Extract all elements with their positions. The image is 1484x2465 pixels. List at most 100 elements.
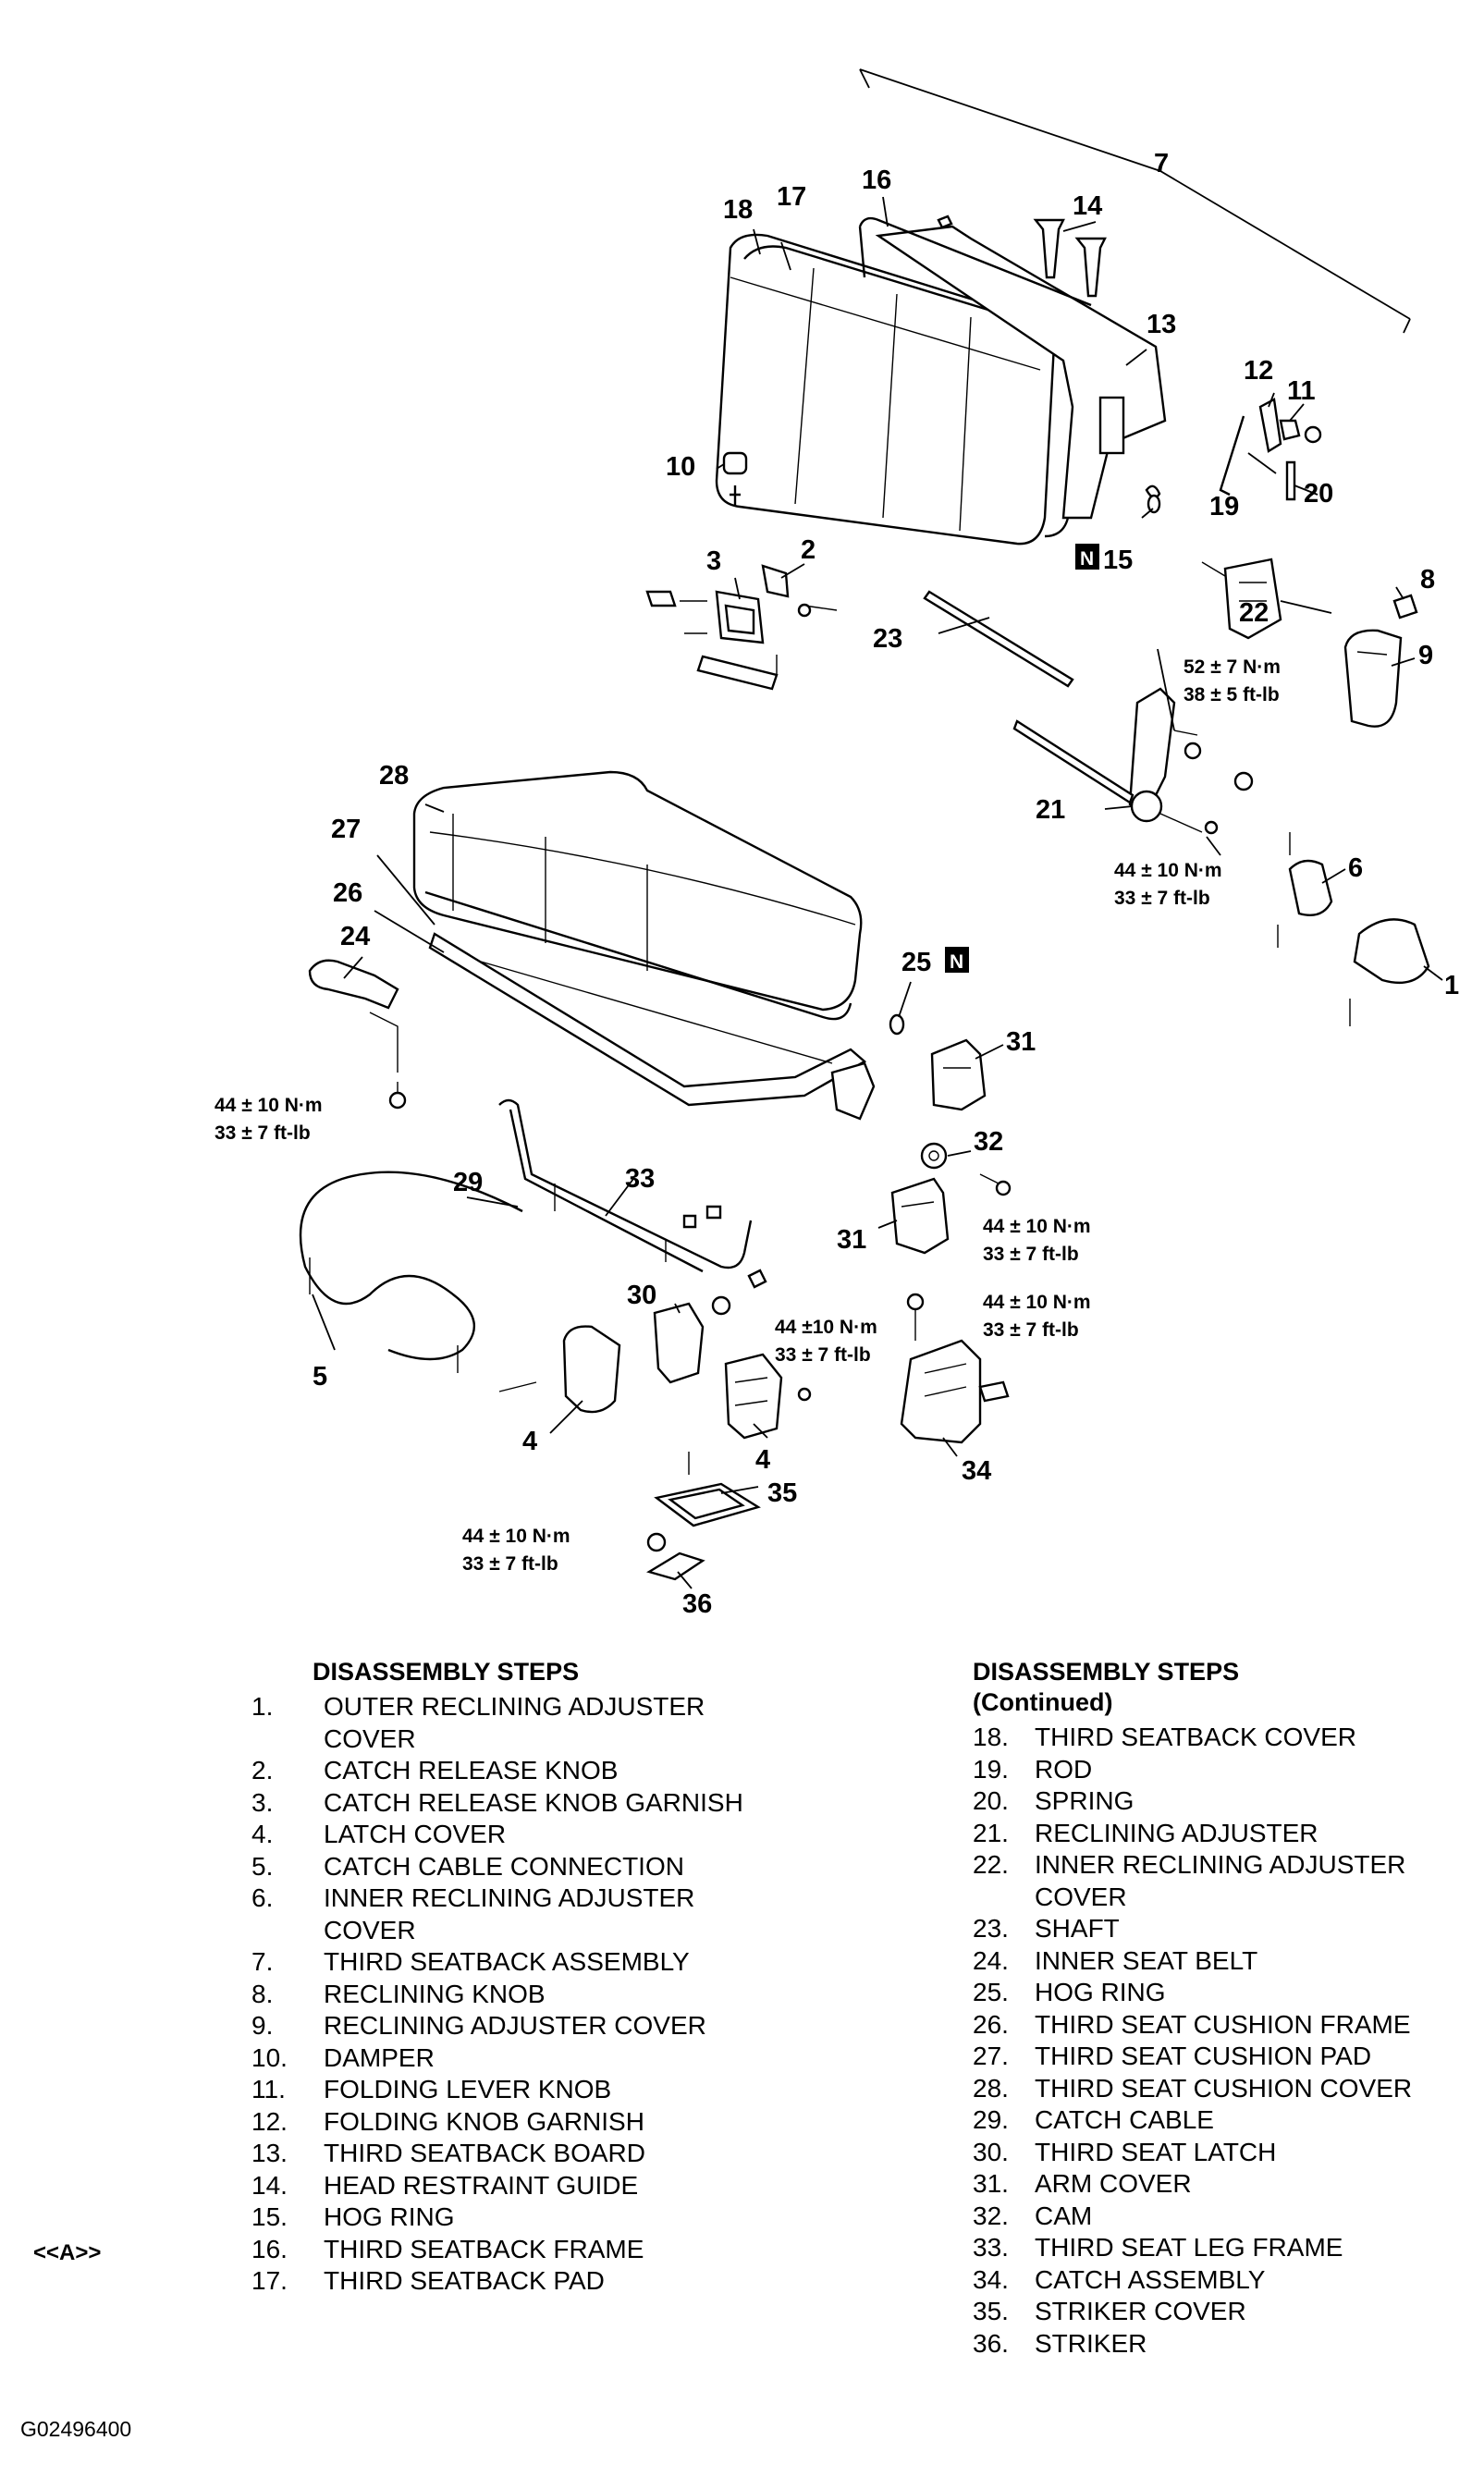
- torque-7-nm: 44 ± 10 N·m: [462, 1526, 570, 1547]
- step-item: 33.THIRD SEAT LEG FRAME: [973, 2233, 1343, 2262]
- arm-cover-lower: [890, 1177, 950, 1255]
- step-item: 1.OUTER RECLINING ADJUSTER COVER: [251, 1692, 705, 1753]
- step-item: 16.THIRD SEATBACK FRAME: [251, 2234, 644, 2263]
- torque-2-ft: 33 ± 7 ft-lb: [1114, 888, 1210, 909]
- step-item: 11.FOLDING LEVER KNOB: [251, 2075, 612, 2103]
- callout-23: 23: [873, 624, 902, 654]
- step-item: 25.HOG RING: [973, 1978, 1166, 2006]
- inner-reclining-adjuster-cover: [1201, 558, 1282, 640]
- callout-34: 34: [962, 1456, 991, 1486]
- callout-12: 12: [1244, 356, 1273, 386]
- callout-14: 14: [1073, 191, 1102, 221]
- third-seat-latch: [653, 1295, 731, 1384]
- head-restraint-guides: [937, 215, 1107, 298]
- callout-11: 11: [1287, 376, 1316, 406]
- torque-4-nm: 44 ± 10 N·m: [983, 1216, 1091, 1237]
- striker-cover: [654, 1452, 761, 1527]
- step-item: 26.THIRD SEAT CUSHION FRAME: [973, 2009, 1411, 2039]
- step-item: 30.THIRD SEAT LATCH: [973, 2137, 1277, 2166]
- leader-lines: [312, 196, 1443, 1589]
- callout-20: 20: [1304, 479, 1333, 509]
- callout-36: 36: [682, 1589, 712, 1619]
- hog-ring-15: [1147, 494, 1161, 514]
- latch-cover-right: [724, 1353, 812, 1440]
- torque-1-nm: 52 ± 7 N·m: [1184, 656, 1281, 678]
- step-item: 17.THIRD SEATBACK PAD: [251, 2266, 605, 2295]
- callout-3: 3: [706, 546, 721, 576]
- torque-7-ft: 33 ± 7 ft-lb: [462, 1553, 558, 1575]
- step-item: 18.THIRD SEATBACK COVER: [973, 1723, 1356, 1751]
- callout-33: 33: [625, 1164, 655, 1194]
- torque-2-nm: 44 ± 10 N·m: [1114, 860, 1222, 881]
- callout-15: 15: [1103, 546, 1133, 575]
- callout-32: 32: [974, 1127, 1003, 1157]
- step-item: 3.CATCH RELEASE KNOB GARNISH: [251, 1787, 743, 1817]
- steps-heading-right: DISASSEMBLY STEPS: [973, 1658, 1240, 1686]
- callout-31-upper: 31: [1006, 1027, 1036, 1057]
- callout-26: 26: [333, 878, 362, 908]
- steps-heading-left: DISASSEMBLY STEPS: [313, 1658, 580, 1686]
- callout-27: 27: [331, 815, 361, 844]
- torque-3-ft: 33 ± 7 ft-lb: [215, 1122, 311, 1144]
- callout-24: 24: [340, 922, 370, 951]
- third-seat-leg-frame: [498, 1098, 767, 1289]
- torque-4-ft: 33 ± 7 ft-lb: [983, 1244, 1079, 1265]
- callout-9: 9: [1418, 641, 1433, 670]
- step-item: 36.STRIKER: [973, 2328, 1147, 2358]
- callout-19: 19: [1209, 492, 1239, 521]
- step-item: 21.RECLINING ADJUSTER: [973, 1818, 1318, 1847]
- damper: [722, 451, 748, 506]
- torque-specs: 52 ± 7 N·m 38 ± 5 ft-lb 44 ± 10 N·m 33 ±…: [215, 656, 1281, 1575]
- step-item: 24.INNER SEAT BELT: [973, 1945, 1258, 1975]
- shaft: [923, 590, 1074, 688]
- step-item: 10.DAMPER: [251, 2042, 435, 2072]
- callout-6: 6: [1348, 853, 1363, 883]
- callout-31-lower: 31: [837, 1225, 866, 1255]
- callout-30: 30: [627, 1281, 656, 1310]
- step-item: 27.THIRD SEAT CUSHION PAD: [973, 2042, 1372, 2070]
- steps-list-left: 1.OUTER RECLINING ADJUSTER COVER 2.CATCH…: [251, 1691, 749, 2298]
- callout-4-left: 4: [522, 1427, 537, 1456]
- svg-text:N: N: [950, 951, 963, 973]
- step-item: 12.FOLDING KNOB GARNISH: [251, 2106, 644, 2136]
- inner-seat-belt: [308, 959, 407, 1110]
- step-item: 6.INNER RECLINING ADJUSTER COVER: [251, 1883, 695, 1944]
- hog-ring-25: [889, 1013, 905, 1036]
- seatback-assembly-bracket: [859, 68, 1411, 334]
- torque-6-nm: 44 ± 10 N·m: [983, 1292, 1091, 1313]
- catch-release-knob-garnish: [645, 564, 838, 691]
- catch-assembly: [900, 1293, 1010, 1444]
- reclining-knob: [1392, 594, 1418, 619]
- outer-reclining-adjuster-cover: [1349, 918, 1430, 1026]
- callout-4-right: 4: [755, 1445, 770, 1475]
- striker: [646, 1532, 705, 1581]
- disassembly-steps-right: DISASSEMBLY STEPS (Continued) 18.THIRD S…: [973, 1657, 1451, 2360]
- callout-2: 2: [801, 535, 816, 565]
- step-item: 8.RECLINING KNOB: [251, 1979, 546, 2008]
- side-note-a: <<A>>: [33, 2240, 102, 2265]
- step-item: 35.STRIKER COVER: [973, 2297, 1246, 2325]
- step-item: 5.CATCH CABLE CONNECTION: [251, 1851, 684, 1881]
- step-item: 23.SHAFT: [973, 1914, 1120, 1943]
- callout-13: 13: [1147, 310, 1176, 339]
- step-item: 9.RECLINING ADJUSTER COVER: [251, 2011, 706, 2040]
- step-item: 20.SPRING: [973, 1786, 1134, 1815]
- step-item: 2.CATCH RELEASE KNOB: [251, 1756, 619, 1784]
- arm-cover-upper: [930, 1038, 987, 1111]
- step-item: 15.HOG RING: [251, 2202, 455, 2231]
- third-seat-cushion-frame: [428, 932, 876, 1121]
- inner-reclining-adjuster-cover-6: [1277, 832, 1333, 948]
- steps-subheading-right: (Continued): [973, 1688, 1113, 1716]
- callout-21: 21: [1036, 795, 1065, 825]
- callout-5: 5: [313, 1362, 327, 1392]
- callout-18: 18: [723, 195, 753, 225]
- torque-5-ft: 33 ± 7 ft-lb: [775, 1344, 871, 1366]
- catch-cable: [299, 1171, 523, 1373]
- latch-cover-left: [498, 1325, 621, 1414]
- callout-8: 8: [1420, 565, 1435, 595]
- torque-3-nm: 44 ± 10 N·m: [215, 1095, 323, 1116]
- reclining-adjuster: [1012, 687, 1254, 835]
- step-item: 32.CAM: [973, 2201, 1093, 2230]
- callout-1: 1: [1444, 971, 1459, 1000]
- callout-16: 16: [862, 166, 891, 195]
